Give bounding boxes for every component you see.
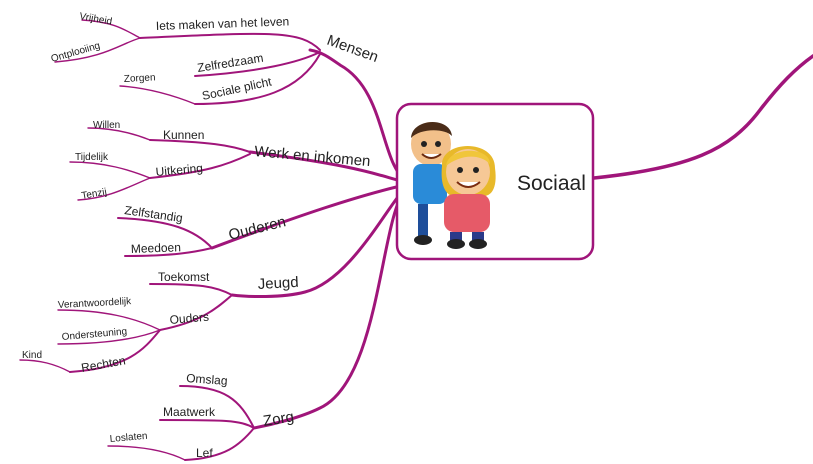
leaf-label-verantwoordelijk[interactable]: Verantwoordelijk: [58, 296, 133, 311]
node-label-omslag[interactable]: Omslag: [186, 371, 228, 388]
branch-line-ouderen: [210, 183, 407, 250]
two-cartoon-people-icon: [411, 121, 496, 249]
branch-to-parent: [592, 54, 813, 180]
leaf-line-verantwoordelijk: [57, 309, 161, 331]
leaf-line-vrijheid: [81, 19, 141, 39]
leaf-label-zorgen[interactable]: Zorgen: [124, 72, 156, 85]
sub-line-iets: [139, 32, 321, 51]
branch-line-zorg: [252, 188, 407, 430]
node-label-maatwerk[interactable]: Maatwerk: [163, 405, 216, 419]
sub-line-toekomst: [149, 283, 233, 296]
central-node[interactable]: Sociaal: [395, 102, 595, 261]
branch-label-jeugd[interactable]: Jeugd: [257, 274, 299, 293]
sub-line-kunnen: [149, 139, 251, 153]
sub-line-lef: [184, 427, 255, 461]
leaf-label-vrijheid[interactable]: Vrijheid: [78, 11, 112, 28]
sub-line-uitkering: [149, 153, 251, 179]
leaf-line-willen: [87, 127, 151, 141]
leaf-line-kind: [19, 359, 71, 373]
leaf-line-ontplooiing: [54, 37, 141, 63]
sub-line-zelfstandig: [117, 217, 213, 249]
leaf-label-tenzij[interactable]: Tenzij: [81, 187, 108, 202]
node-label-iets[interactable]: Iets maken van het leven: [156, 14, 290, 33]
leaf-label-willen[interactable]: Willen: [93, 120, 120, 131]
leaf-label-kind[interactable]: Kind: [22, 350, 42, 361]
node-label-sociale-plicht[interactable]: Sociale plicht: [201, 74, 274, 103]
node-label-toekomst[interactable]: Toekomst: [158, 270, 210, 284]
leaf-line-tenzij: [77, 177, 151, 201]
leaf-label-ontplooiing[interactable]: Ontplooiing: [50, 40, 102, 65]
sub-line-meedoen: [124, 247, 213, 257]
branch-label-zorg[interactable]: Zorg: [262, 408, 295, 430]
branch-line-mensen: [308, 48, 407, 182]
sub-line-ouders: [159, 294, 233, 331]
leaf-line-tijdelijk: [69, 161, 151, 179]
node-label-uitkering[interactable]: Uitkering: [155, 161, 203, 179]
central-label: Sociaal: [517, 172, 586, 195]
sub-line-maatwerk: [159, 419, 255, 429]
leaf-line-loslaten: [107, 445, 186, 461]
leaf-label-tijdelijk[interactable]: Tijdelijk: [75, 152, 109, 163]
branch-label-ouderen[interactable]: Ouderen: [227, 213, 288, 244]
node-label-lef[interactable]: Lef: [196, 446, 213, 460]
branch-line-jeugd: [230, 186, 407, 299]
node-label-rechten[interactable]: Rechten: [80, 353, 126, 375]
sub-line-sociale-plicht: [194, 53, 321, 105]
sub-line-zelfredzaam: [194, 51, 321, 77]
leaf-line-zorgen: [119, 85, 196, 105]
leaf-label-loslaten[interactable]: Loslaten: [109, 431, 148, 445]
node-label-zelfredzaam[interactable]: Zelfredzaam: [196, 51, 264, 75]
sub-line-rechten: [69, 329, 161, 373]
branch-label-werk[interactable]: Werk en inkomen: [254, 143, 371, 170]
sub-line-omslag: [179, 385, 255, 429]
node-label-meedoen[interactable]: Meedoen: [131, 240, 182, 256]
node-label-ouders[interactable]: Ouders: [169, 310, 209, 327]
node-label-kunnen[interactable]: Kunnen: [163, 128, 204, 142]
leaf-line-ondersteuning: [57, 329, 161, 345]
